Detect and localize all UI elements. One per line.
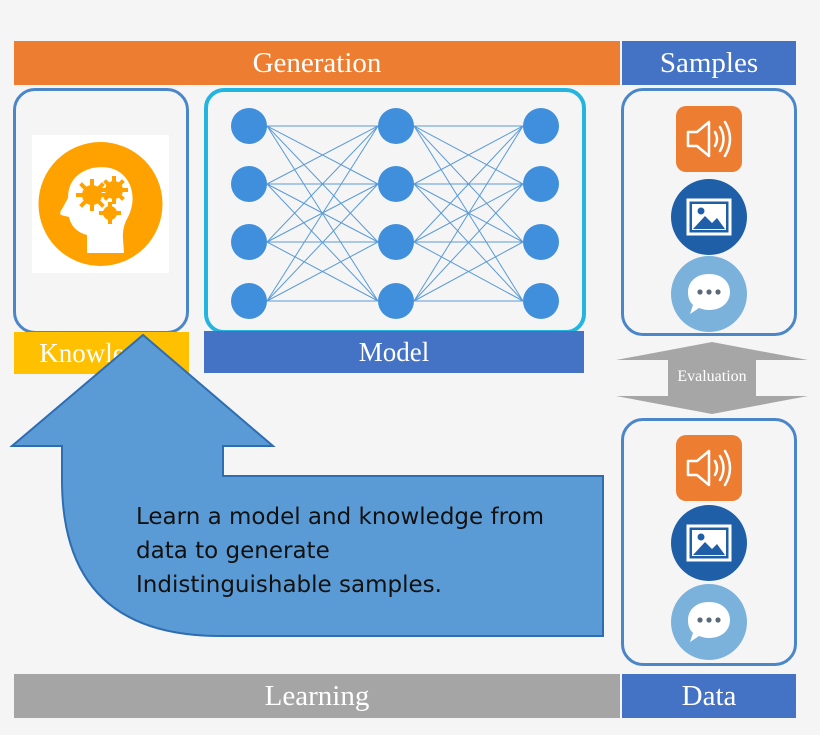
data-bar: Data bbox=[622, 674, 796, 718]
network-edge bbox=[266, 125, 379, 243]
chat-bubble-icon bbox=[688, 274, 730, 314]
network-node bbox=[231, 283, 267, 319]
generation-label: Generation bbox=[252, 46, 382, 79]
arrow-description: Learn a model and knowledge from data to… bbox=[136, 500, 586, 602]
arrow-text-line-2: data to generate bbox=[136, 538, 330, 564]
data-label: Data bbox=[681, 679, 737, 712]
data-chat-badge bbox=[671, 584, 747, 660]
network-node bbox=[231, 166, 267, 202]
speaker-icon bbox=[686, 449, 732, 487]
network-node bbox=[523, 224, 559, 260]
evaluation-arrow bbox=[616, 342, 808, 414]
network-edge bbox=[266, 125, 379, 185]
arrow-text-line-3: Indistinguishable samples. bbox=[136, 572, 442, 598]
data-speaker-tile bbox=[676, 435, 742, 501]
network-edge bbox=[413, 125, 524, 302]
samples-bar: Samples bbox=[622, 41, 796, 85]
network-edge bbox=[266, 241, 379, 302]
network-node bbox=[523, 166, 559, 202]
head-with-gears-icon bbox=[38, 142, 163, 266]
image-icon bbox=[686, 198, 732, 236]
network-node bbox=[378, 224, 414, 260]
network-edge bbox=[413, 241, 524, 302]
network-edge bbox=[413, 125, 524, 185]
network-edge bbox=[266, 183, 379, 302]
network-node bbox=[523, 108, 559, 144]
network-edge bbox=[413, 183, 524, 302]
evaluation-label: Evaluation bbox=[677, 368, 747, 385]
samples-label: Samples bbox=[659, 46, 759, 79]
network-node bbox=[523, 283, 559, 319]
model-bar: Model bbox=[204, 331, 584, 373]
knowledge-icon-box bbox=[32, 135, 169, 273]
sample-chat-badge bbox=[671, 256, 747, 332]
learning-bar: Learning bbox=[14, 674, 620, 718]
data-panel bbox=[621, 418, 797, 666]
network-node bbox=[378, 166, 414, 202]
neural-network-diagram bbox=[231, 108, 559, 319]
image-icon bbox=[686, 524, 732, 562]
arrow-text-line-1: Learn a model and knowledge from bbox=[136, 504, 545, 530]
network-edge bbox=[266, 125, 379, 302]
learning-label: Learning bbox=[264, 679, 370, 712]
network-node bbox=[231, 108, 267, 144]
samples-panel bbox=[621, 88, 797, 336]
generation-bar: Generation bbox=[14, 41, 620, 85]
sample-speaker-tile bbox=[676, 106, 742, 172]
data-image-badge bbox=[671, 505, 747, 581]
network-node bbox=[378, 283, 414, 319]
chat-bubble-icon bbox=[688, 602, 730, 642]
speaker-icon bbox=[686, 120, 732, 158]
network-node bbox=[378, 108, 414, 144]
sample-image-badge bbox=[671, 179, 747, 255]
network-node bbox=[231, 224, 267, 260]
model-label: Model bbox=[358, 336, 430, 367]
network-edge bbox=[413, 125, 524, 243]
